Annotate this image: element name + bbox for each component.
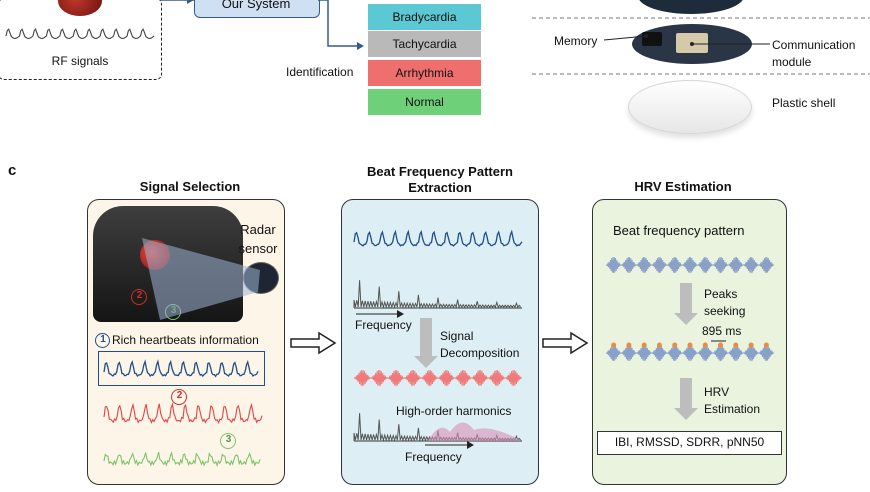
system-to-classes-arrowhead — [357, 42, 364, 50]
harmonics-highlight — [428, 422, 520, 441]
peak-marker — [733, 342, 739, 348]
peak-marker — [626, 342, 632, 348]
system-to-classes-connector — [318, 0, 360, 47]
decomposition-arrow-head — [414, 356, 438, 368]
communication-leader-dot — [690, 42, 694, 46]
metrics-box — [597, 431, 782, 455]
hrv-estimation-arrow-shaft — [680, 378, 692, 408]
marker-3b-circle — [220, 433, 236, 449]
green-heartbeat-signal — [103, 450, 261, 468]
class-bradycardia: Bradycardia — [368, 4, 481, 30]
beat-pattern-label: Beat frequency pattern — [613, 223, 745, 238]
blue-signal-box — [98, 351, 265, 386]
peaks-seeking-label: Peaks seeking — [704, 287, 746, 318]
rich-info-label: Rich heartbeats information — [112, 333, 259, 347]
beat-frequency-title: Beat Frequency Pattern Extraction — [367, 164, 513, 195]
peak-marker — [656, 342, 662, 348]
peak-marker — [687, 342, 693, 348]
marker-1-circle — [95, 333, 110, 348]
decomposition-label: Signal Decomposition — [440, 329, 520, 360]
our-system-box — [194, 0, 320, 18]
blue-heartbeat-signal — [103, 359, 259, 378]
hrv-estimation-arrow-head — [674, 408, 698, 420]
class-arrhythmia: Arrhythmia — [368, 60, 481, 86]
raw-beat-signal — [353, 229, 523, 248]
panel1-to-panel2-arrow — [290, 331, 337, 355]
peak-marker — [702, 342, 708, 348]
decomposed-signal — [353, 370, 523, 387]
rf-signal-wave — [5, 28, 155, 39]
device-board-top — [638, 0, 744, 14]
beat-frequency-pattern — [605, 257, 775, 274]
panel2-to-panel3-arrow — [542, 331, 589, 355]
class-tachycardia: Tachycardia — [368, 31, 481, 57]
decomposition-arrow-shaft — [420, 318, 432, 356]
hrv-title: HRV Estimation — [634, 179, 732, 194]
rf-signals-label: RF signals — [51, 54, 109, 68]
rf-to-system-arrowhead — [187, 0, 194, 4]
identification-label: Identification — [286, 65, 354, 79]
signal-selection-title: Signal Selection — [139, 179, 241, 194]
peak-marker — [672, 342, 678, 348]
peak-marker — [763, 342, 769, 348]
plastic-shell — [628, 80, 752, 134]
frequency-label-1: Frequency — [355, 318, 412, 332]
class-normal: Normal — [368, 89, 481, 115]
communication-label: Communication module — [772, 38, 856, 69]
frequency-label-2: Frequency — [405, 450, 462, 464]
peaks-pattern — [605, 345, 775, 362]
marker-1-label: 1 — [100, 334, 106, 345]
marker-2b-circle — [171, 389, 187, 405]
spectrum-top — [353, 280, 521, 309]
memory-label: Memory — [554, 34, 598, 48]
plastic-shell-label: Plastic shell — [772, 96, 836, 110]
frequency-axis-arrowhead-1 — [397, 310, 404, 318]
marker-2-label: 2 — [136, 290, 143, 301]
peaks-seeking-arrow-shaft — [680, 283, 692, 313]
hrv-estimation-label: HRV Estimation — [704, 385, 761, 416]
marker-2-circle — [131, 289, 147, 305]
marker-2b-label: 2 — [176, 390, 183, 401]
peak-marker — [718, 342, 724, 348]
frequency-axis-arrowhead-2 — [467, 441, 474, 449]
peak-marker — [748, 342, 754, 348]
radar-sensor-label: Radar sensor — [238, 222, 278, 256]
heart-image — [58, 0, 102, 16]
memory-leader-dot — [644, 34, 648, 38]
section-label: c — [8, 162, 17, 179]
radar-beam — [142, 238, 260, 320]
our-system-label: Our System — [221, 0, 291, 11]
interval-label: 895 ms — [702, 324, 742, 338]
red-heartbeat-signal — [103, 402, 263, 425]
peak-marker — [641, 342, 647, 348]
metrics-label: IBI, RMSSD, SDRR, pNN50 — [614, 435, 765, 449]
marker-3b-label: 3 — [225, 434, 232, 445]
peak-marker — [611, 342, 617, 348]
memory-leader-line — [603, 35, 647, 41]
harmonics-label: High-order harmonics — [396, 404, 512, 418]
rf-signals-box — [0, 0, 162, 80]
peaks-seeking-arrow-head — [674, 313, 698, 325]
